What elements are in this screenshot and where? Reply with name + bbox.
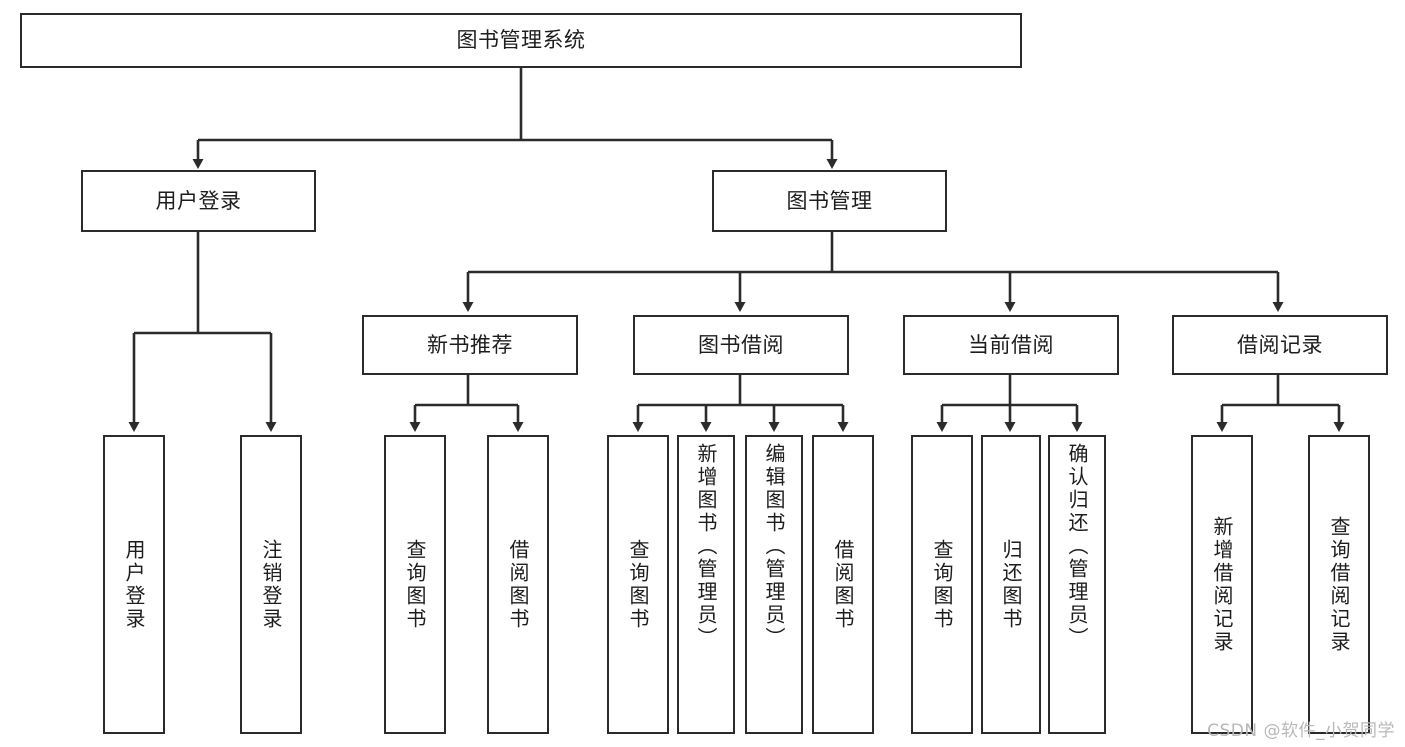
leaf-confirm-return-label: 确认归还（管理员） xyxy=(1065,443,1089,650)
leaf-return-book[interactable]: 归还图书 xyxy=(981,435,1041,734)
leaf-user-login-label: 用户登录 xyxy=(122,538,146,631)
leaf-query-book-1[interactable]: 查询图书 xyxy=(384,435,446,734)
leaf-query-record[interactable]: 查询借阅记录 xyxy=(1308,435,1370,734)
node-book-management[interactable]: 图书管理 xyxy=(712,170,947,232)
node-user-login-label: 用户登录 xyxy=(155,188,242,213)
leaf-logout-label: 注销登录 xyxy=(259,538,283,631)
node-book-borrow-label: 图书借阅 xyxy=(698,332,784,357)
leaf-confirm-return[interactable]: 确认归还（管理员） xyxy=(1048,435,1106,734)
node-current-borrow[interactable]: 当前借阅 xyxy=(903,315,1119,375)
leaf-query-book-3-label: 查询图书 xyxy=(930,538,954,631)
csdn-watermark: CSDN @软件_小贺同学 xyxy=(1207,721,1395,741)
leaf-borrow-book-2-label: 借阅图书 xyxy=(831,538,855,631)
leaf-logout[interactable]: 注销登录 xyxy=(240,435,302,734)
leaf-edit-book-label: 编辑图书（管理员） xyxy=(762,443,786,650)
node-new-book-recommend-label: 新书推荐 xyxy=(427,332,513,357)
node-root-label: 图书管理系统 xyxy=(456,28,586,53)
leaf-query-book-2-label: 查询图书 xyxy=(626,538,650,631)
leaf-query-book-2[interactable]: 查询图书 xyxy=(607,435,669,734)
leaf-query-record-label: 查询借阅记录 xyxy=(1327,515,1351,654)
leaf-add-book[interactable]: 新增图书（管理员） xyxy=(677,435,735,734)
leaf-add-record-label: 新增借阅记录 xyxy=(1210,515,1234,654)
leaf-add-book-label: 新增图书（管理员） xyxy=(694,443,718,650)
leaf-edit-book[interactable]: 编辑图书（管理员） xyxy=(745,435,803,734)
node-book-management-label: 图书管理 xyxy=(786,188,873,213)
leaf-add-record[interactable]: 新增借阅记录 xyxy=(1191,435,1253,734)
leaf-query-book-3[interactable]: 查询图书 xyxy=(911,435,973,734)
node-user-login[interactable]: 用户登录 xyxy=(81,170,316,232)
node-current-borrow-label: 当前借阅 xyxy=(968,332,1054,357)
node-borrow-record-label: 借阅记录 xyxy=(1237,332,1323,357)
leaf-borrow-book-1-label: 借阅图书 xyxy=(506,538,530,631)
leaf-return-book-label: 归还图书 xyxy=(999,538,1023,631)
leaf-borrow-book-2[interactable]: 借阅图书 xyxy=(812,435,874,734)
leaf-borrow-book-1[interactable]: 借阅图书 xyxy=(487,435,549,734)
node-book-borrow[interactable]: 图书借阅 xyxy=(633,315,849,375)
leaf-user-login[interactable]: 用户登录 xyxy=(103,435,165,734)
node-root[interactable]: 图书管理系统 xyxy=(20,13,1022,68)
node-borrow-record[interactable]: 借阅记录 xyxy=(1172,315,1388,375)
leaf-query-book-1-label: 查询图书 xyxy=(403,538,427,631)
node-new-book-recommend[interactable]: 新书推荐 xyxy=(362,315,578,375)
